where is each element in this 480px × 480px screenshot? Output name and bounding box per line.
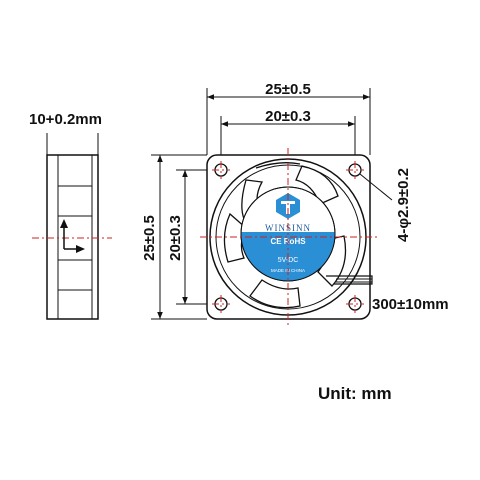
front-view: 25±0.5 20±0.3 25±0.5 20±0.3 xyxy=(141,81,449,326)
airflow-direction-icon xyxy=(60,219,85,253)
side-view: 10+0.2mm xyxy=(29,111,112,320)
cable-length-label: 300±10mm xyxy=(372,296,449,313)
hole-spacing-height-label: 20±0.3 xyxy=(167,215,184,261)
fan-cable xyxy=(326,275,373,285)
hole-spacing-width-label: 20±0.3 xyxy=(265,108,311,125)
unit-label: Unit: mm xyxy=(318,384,392,403)
thickness-dimension-label: 10+0.2mm xyxy=(29,111,102,128)
voltage-rating: 5V-DC xyxy=(278,257,299,264)
outer-width-label: 25±0.5 xyxy=(265,81,311,98)
fan-side-profile xyxy=(46,154,99,320)
mounting-hole-label: 4-φ2.9±0.2 xyxy=(395,168,412,242)
centerlines xyxy=(200,148,377,326)
outer-height-label: 25±0.5 xyxy=(141,215,158,261)
